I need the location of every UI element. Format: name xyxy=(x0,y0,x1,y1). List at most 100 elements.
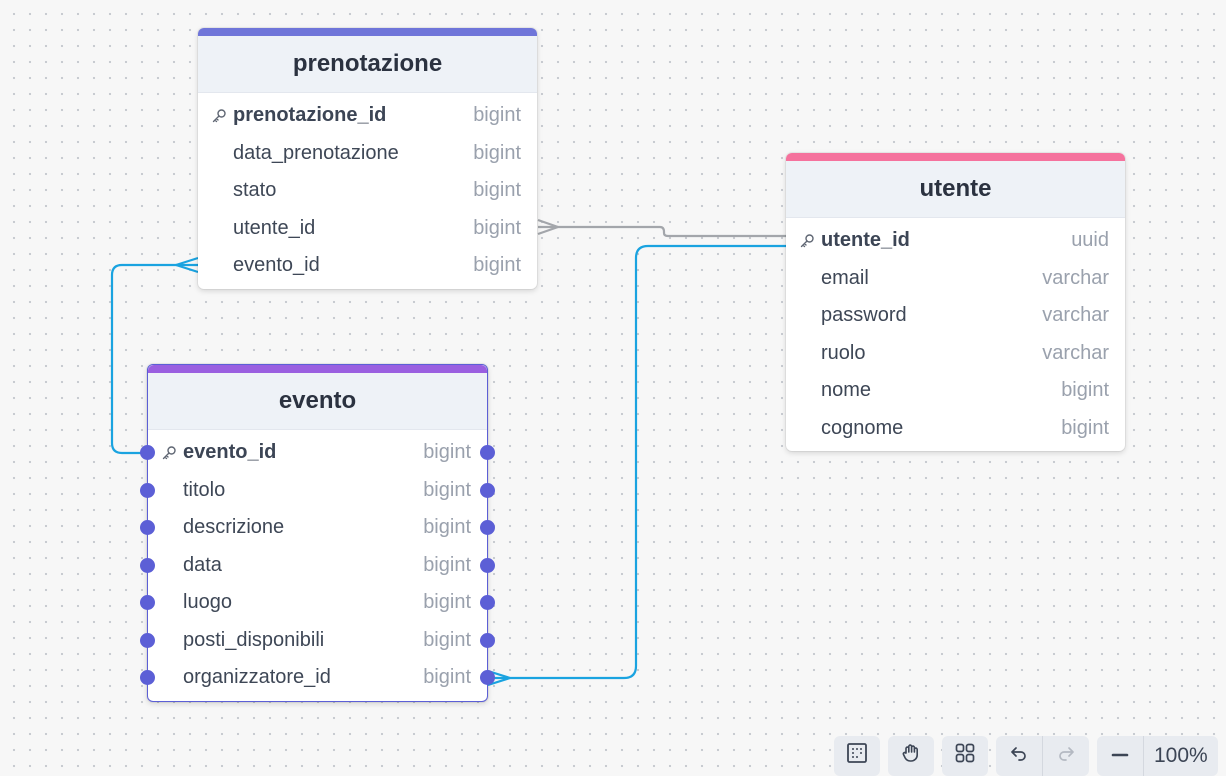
column-row-titolo[interactable]: titolo bigint xyxy=(140,472,495,510)
column-row-data[interactable]: data bigint xyxy=(140,547,495,585)
table-accent-bar xyxy=(148,365,487,373)
column-name: email xyxy=(821,266,869,289)
table-title: utente xyxy=(919,175,992,202)
zoom-out-icon xyxy=(1111,753,1129,757)
column-name: posti_disponibili xyxy=(183,628,325,651)
crowfoot-prenotazione-evento xyxy=(175,256,199,274)
connection-handle-right[interactable] xyxy=(480,445,495,461)
column-type: uuid xyxy=(1071,229,1109,252)
connection-handle-left[interactable] xyxy=(140,595,155,611)
column-name: ruolo xyxy=(821,341,866,364)
column-type: bigint xyxy=(423,516,471,539)
fit-view-button[interactable] xyxy=(834,736,880,776)
column-type: varchar xyxy=(1042,304,1109,327)
table-header[interactable]: utente xyxy=(786,161,1125,218)
fit-view-icon xyxy=(847,743,867,763)
undo-icon xyxy=(1011,747,1026,761)
table-accent-bar xyxy=(786,153,1125,161)
connection-handle-left[interactable] xyxy=(140,445,155,461)
column-row-utente-id[interactable]: utente_id bigint xyxy=(198,210,537,248)
history-controls xyxy=(996,736,1089,776)
table-prenotazione[interactable]: prenotazione prenotazione_id bigint data… xyxy=(198,28,537,289)
primary-key-icon xyxy=(211,108,227,124)
column-row-cognome[interactable]: cognome bigint xyxy=(786,410,1125,448)
column-row-data-prenotazione[interactable]: data_prenotazione bigint xyxy=(198,135,537,173)
connection-handle-left[interactable] xyxy=(140,632,155,648)
column-row-posti-disponibili[interactable]: posti_disponibili bigint xyxy=(140,622,495,660)
column-name: data xyxy=(183,553,222,576)
column-type: bigint xyxy=(423,441,471,464)
column-name: organizzatore_id xyxy=(183,666,331,689)
column-row-utente-id[interactable]: utente_id uuid xyxy=(786,222,1125,260)
connection-handle-right[interactable] xyxy=(480,632,495,648)
connection-handle-left[interactable] xyxy=(140,520,155,536)
column-type: bigint xyxy=(473,104,521,127)
connection-handle-right[interactable] xyxy=(480,557,495,573)
column-name: descrizione xyxy=(183,516,285,539)
column-name: utente_id xyxy=(821,229,910,252)
column-name: password xyxy=(821,304,907,327)
relation-prenotazione-evento[interactable] xyxy=(110,263,198,455)
grid-layout-icon xyxy=(955,743,975,763)
column-name: titolo xyxy=(183,478,226,501)
column-row-luogo[interactable]: luogo bigint xyxy=(140,584,495,622)
crowfoot-prenotazione-utente xyxy=(537,218,559,236)
relation-prenotazione-utente[interactable] xyxy=(538,225,786,238)
column-name: prenotazione_id xyxy=(233,104,387,127)
zoom-out-button[interactable] xyxy=(1097,736,1143,776)
column-row-prenotazione-id[interactable]: prenotazione_id bigint xyxy=(198,97,537,135)
connection-handle-right[interactable] xyxy=(480,482,495,498)
column-type: bigint xyxy=(473,141,521,164)
column-row-email[interactable]: email varchar xyxy=(786,260,1125,298)
column-type: bigint xyxy=(423,628,471,651)
hand-pan-icon xyxy=(902,744,918,762)
table-utente[interactable]: utente utente_id uuid email varchar pass… xyxy=(786,153,1125,451)
connection-handle-left[interactable] xyxy=(140,482,155,498)
column-row-descrizione[interactable]: descrizione bigint xyxy=(140,509,495,547)
column-row-evento-id[interactable]: evento_id bigint xyxy=(140,434,495,472)
connection-handle-left[interactable] xyxy=(140,557,155,573)
primary-key-icon xyxy=(799,233,815,249)
column-name: cognome xyxy=(821,416,904,439)
column-type: bigint xyxy=(423,666,471,689)
column-type: bigint xyxy=(423,591,471,614)
column-row-nome[interactable]: nome bigint xyxy=(786,372,1125,410)
column-type: varchar xyxy=(1042,341,1109,364)
column-name: data_prenotazione xyxy=(233,141,399,164)
connection-handle-right[interactable] xyxy=(480,595,495,611)
column-name: nome xyxy=(821,379,872,402)
column-type: bigint xyxy=(423,553,471,576)
column-name: stato xyxy=(233,179,277,202)
column-type: bigint xyxy=(473,254,521,277)
redo-icon xyxy=(1059,747,1074,761)
column-type: bigint xyxy=(473,216,521,239)
column-row-password[interactable]: password varchar xyxy=(786,297,1125,335)
table-title: prenotazione xyxy=(292,50,443,77)
column-row-ruolo[interactable]: ruolo varchar xyxy=(786,335,1125,373)
column-name: utente_id xyxy=(233,216,316,239)
column-row-evento-id[interactable]: evento_id bigint xyxy=(198,247,537,285)
table-accent-bar xyxy=(198,28,537,36)
table-evento[interactable]: evento evento_id bigint titolo bigint de… xyxy=(140,364,495,702)
connection-handle-right[interactable] xyxy=(480,670,495,686)
column-type: bigint xyxy=(1061,379,1109,402)
column-name: luogo xyxy=(183,591,232,614)
column-row-organizzatore-id[interactable]: organizzatore_id bigint xyxy=(140,659,495,697)
pan-tool-button[interactable] xyxy=(888,736,934,776)
undo-button[interactable] xyxy=(996,736,1042,776)
column-type: bigint xyxy=(423,478,471,501)
connection-handle-right[interactable] xyxy=(480,520,495,536)
relation-evento-utente[interactable] xyxy=(486,244,786,680)
primary-key-icon xyxy=(161,445,177,461)
zoom-level[interactable]: 100% xyxy=(1154,744,1208,767)
redo-button[interactable] xyxy=(1043,736,1089,776)
column-row-stato[interactable]: stato bigint xyxy=(198,172,537,210)
connection-handle-left[interactable] xyxy=(140,670,155,686)
table-header[interactable]: prenotazione xyxy=(198,36,537,93)
table-title: evento xyxy=(278,387,357,414)
table-header[interactable]: evento xyxy=(148,373,487,430)
auto-layout-button[interactable] xyxy=(942,736,988,776)
zoom-controls: 100% xyxy=(1097,736,1218,776)
